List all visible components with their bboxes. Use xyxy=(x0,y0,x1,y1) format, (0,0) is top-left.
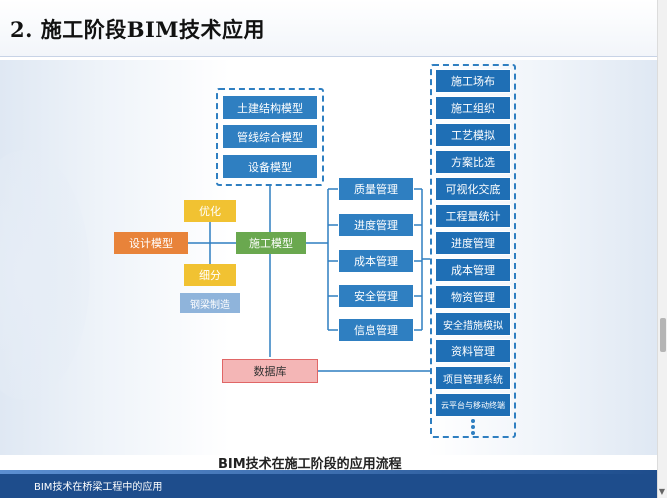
app-process-simulation: 工艺模拟 xyxy=(435,123,511,147)
construction-model-box: 施工模型 xyxy=(236,232,306,254)
scroll-down-icon[interactable]: ▼ xyxy=(658,486,666,496)
title-bar: 2. 施工阶段BIM技术应用 xyxy=(0,0,657,57)
footer-bar xyxy=(0,474,657,498)
app-scheme-compare: 方案比选 xyxy=(435,150,511,174)
optimize-box: 优化 xyxy=(184,200,236,222)
management-cost: 成本管理 xyxy=(338,249,414,273)
app-quantity: 工程量统计 xyxy=(435,204,511,228)
vertical-dots-icon xyxy=(471,419,475,435)
scrollbar-thumb[interactable] xyxy=(660,318,666,352)
app-visual-briefing: 可视化交底 xyxy=(435,177,511,201)
app-site-layout: 施工场布 xyxy=(435,69,511,93)
design-model-box: 设计模型 xyxy=(114,232,188,254)
app-progress: 进度管理 xyxy=(435,231,511,255)
footer-text: BIM技术在桥梁工程中的应用 xyxy=(34,482,163,493)
database-box: 数据库 xyxy=(222,359,318,383)
app-documents: 资料管理 xyxy=(435,339,511,363)
diagram-caption: BIM技术在施工阶段的应用流程 xyxy=(218,457,402,472)
app-cost: 成本管理 xyxy=(435,258,511,282)
steel-manufacture-box: 钢梁制造 xyxy=(180,293,240,313)
footer-accent xyxy=(0,470,657,474)
model-group-frame xyxy=(216,88,324,186)
model-box-equipment: 设备模型 xyxy=(222,154,318,179)
app-safety-simulation: 安全措施模拟 xyxy=(435,312,511,336)
app-organization: 施工组织 xyxy=(435,96,511,120)
scrollbar[interactable] xyxy=(657,0,667,498)
app-project-system: 项目管理系统 xyxy=(435,366,511,390)
management-safety: 安全管理 xyxy=(338,284,414,308)
applications-frame xyxy=(430,64,516,438)
slide-title: 2. 施工阶段BIM技术应用 xyxy=(10,17,266,42)
refine-box: 细分 xyxy=(184,264,236,286)
model-box-civil: 土建结构模型 xyxy=(222,95,318,120)
management-info: 信息管理 xyxy=(338,318,414,342)
app-cloud-mobile: 云平台与移动终端 xyxy=(435,393,511,417)
management-quality: 质量管理 xyxy=(338,177,414,201)
management-progress: 进度管理 xyxy=(338,213,414,237)
app-materials: 物资管理 xyxy=(435,285,511,309)
model-box-pipeline: 管线综合模型 xyxy=(222,124,318,149)
